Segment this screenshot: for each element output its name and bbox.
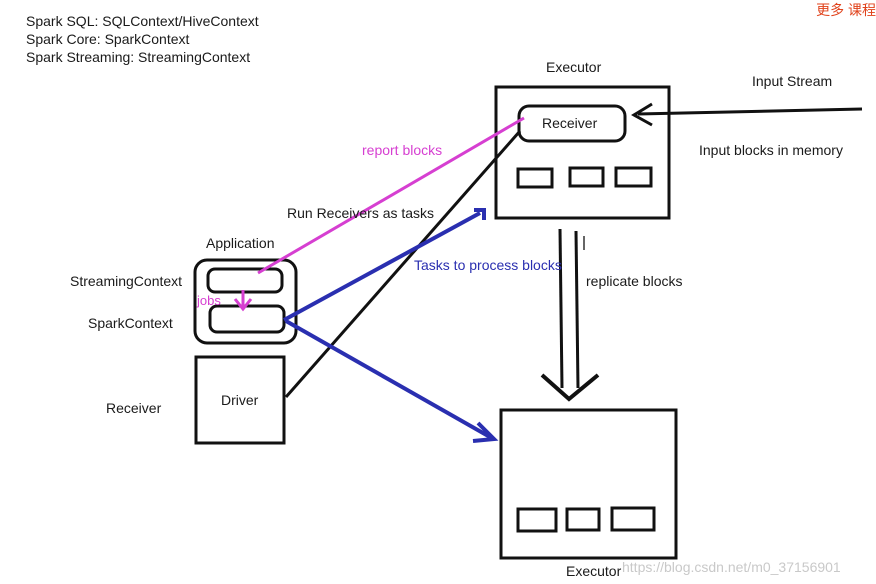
jobs-arrow — [233, 290, 253, 312]
jobs-label: jobs — [197, 293, 221, 308]
streaming-context-label: StreamingContext — [70, 273, 183, 289]
top-block-1 — [516, 167, 554, 189]
top-block-2 — [568, 166, 605, 188]
tasks-arrow — [285, 319, 491, 439]
run-receivers-label: Run Receivers as tasks — [287, 205, 435, 221]
streaming-context-box — [206, 267, 284, 294]
top-executor-box — [494, 85, 671, 220]
driver-label: Driver — [221, 392, 259, 408]
top-block-3 — [614, 166, 653, 188]
bottom-block-1 — [516, 507, 558, 533]
watermark: https://blog.csdn.net/m0_37156901 — [622, 559, 841, 575]
top-executor-label: Executor — [546, 59, 602, 75]
header-line-spark-core: Spark Core: SparkContext — [26, 31, 190, 47]
input-stream-arrow — [637, 107, 863, 116]
header-line-spark-streaming: Spark Streaming: StreamingContext — [26, 49, 251, 65]
driver-box — [194, 355, 286, 445]
tasks-arrowhead — [472, 421, 499, 443]
corner-text: 更多 课程 — [816, 2, 876, 18]
input-stream-label: Input Stream — [752, 73, 833, 89]
receiver-label: Receiver — [542, 115, 598, 131]
driver-to-receiver-line — [284, 130, 522, 398]
replicate-arrowhead — [540, 373, 600, 402]
replicate-arrow-left — [558, 228, 564, 389]
spark-context-box — [208, 304, 286, 334]
run-receivers-arrow — [283, 211, 481, 322]
input-stream-arrowhead — [631, 102, 653, 127]
bottom-block-2 — [565, 507, 601, 532]
input-blocks-label: Input blocks in memory — [699, 142, 843, 158]
bottom-executor-box — [499, 408, 678, 560]
replicate-blocks-label: replicate blocks — [586, 273, 683, 289]
receiver-box — [517, 104, 627, 143]
application-box — [193, 258, 298, 345]
spark-context-label: SparkContext — [88, 315, 173, 331]
run-receivers-arrowhead — [474, 208, 486, 220]
bottom-executor-label: Executor — [566, 563, 622, 579]
bottom-block-3 — [610, 506, 656, 532]
report-blocks-label: report blocks — [362, 142, 443, 158]
report-blocks-line — [257, 116, 525, 275]
header-line-spark-sql: Spark SQL: SQLContext/HiveContext — [26, 13, 259, 29]
receiver-left-label: Receiver — [106, 400, 162, 416]
tasks-to-process-label: Tasks to process blocks — [414, 257, 562, 273]
application-label: Application — [206, 235, 275, 251]
replicate-arrow-right — [574, 230, 580, 389]
